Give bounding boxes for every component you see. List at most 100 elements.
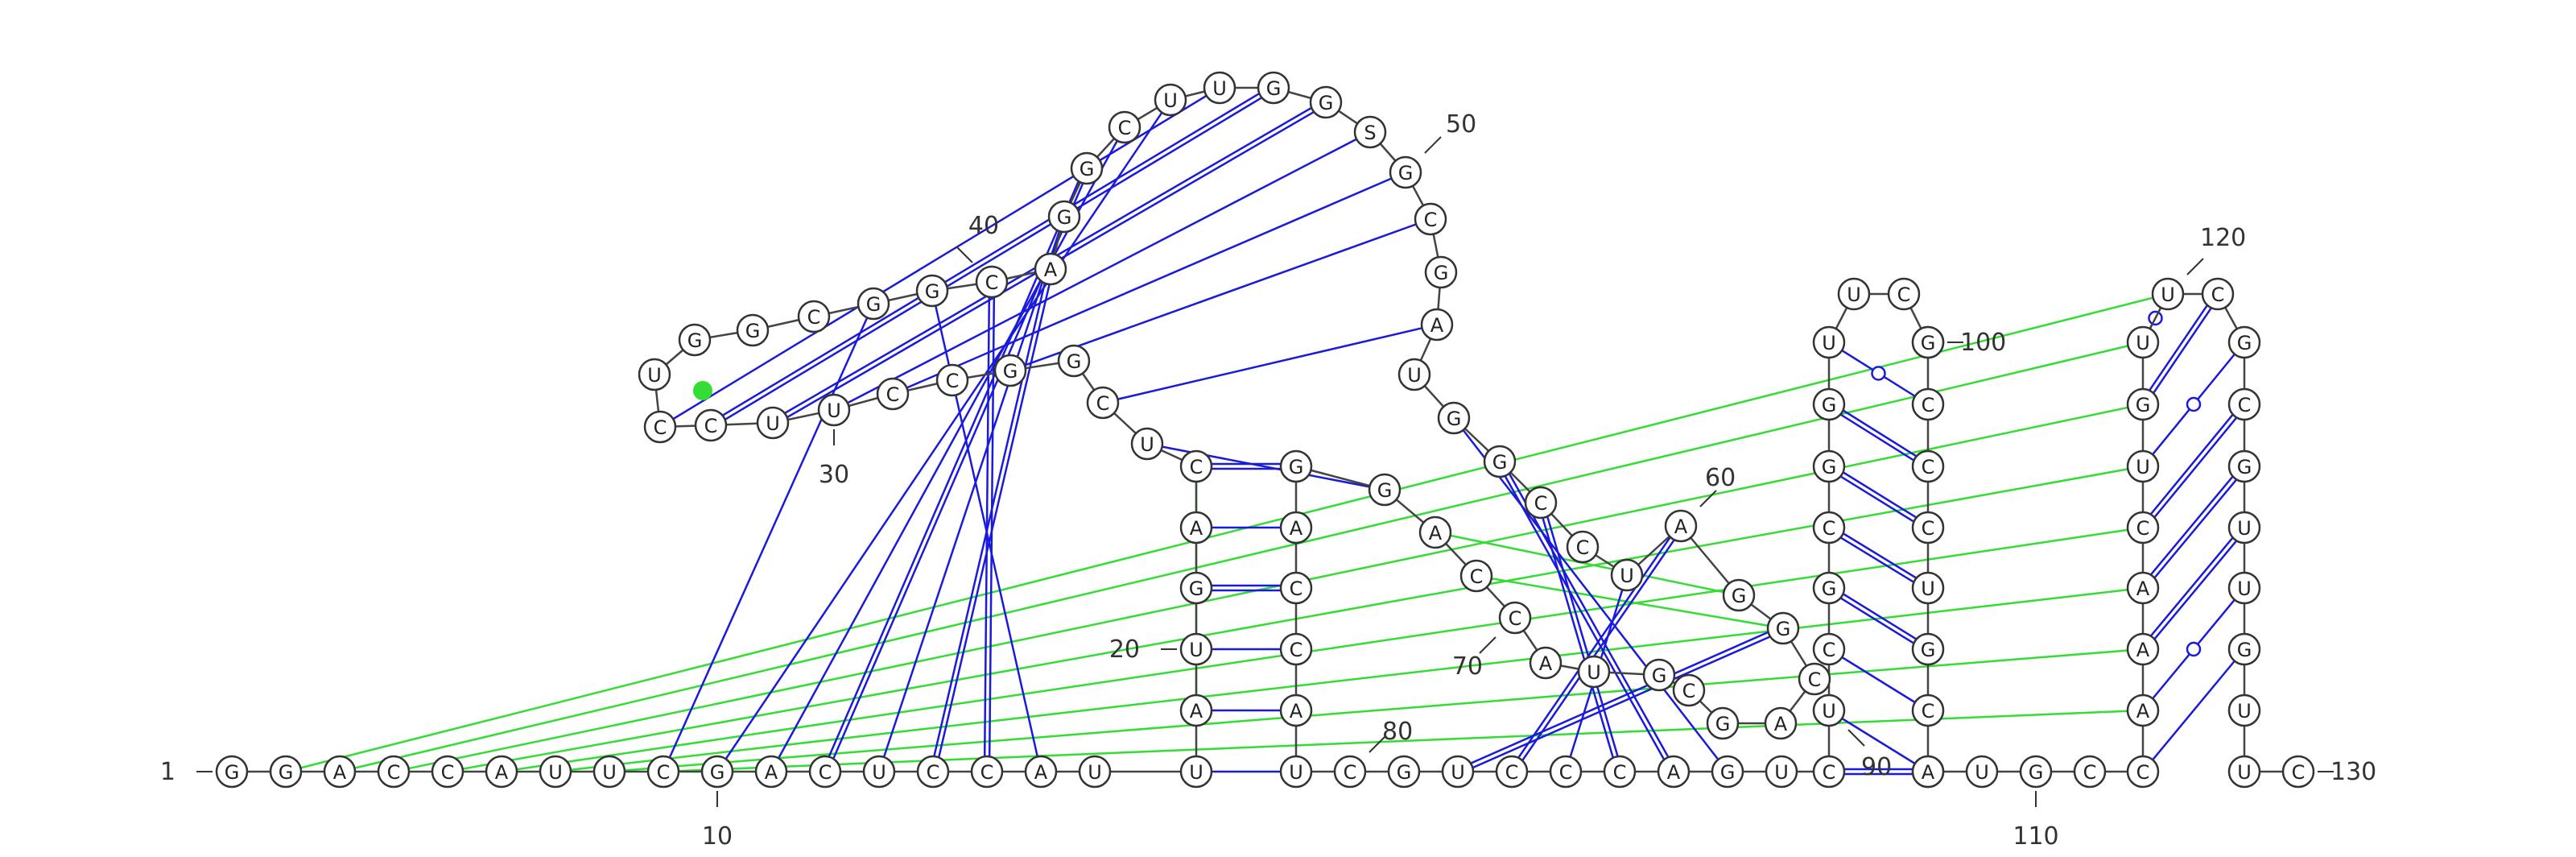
- nucleotide-circle: [1070, 151, 1104, 185]
- nucleotide-letter: G: [866, 293, 881, 316]
- base-pair-gc: [1829, 524, 1930, 587]
- nucleotide-letter: G: [1822, 456, 1837, 478]
- nucleotide-letter: G: [2029, 761, 2044, 784]
- base-pair-wc: [659, 86, 1220, 428]
- nucleotide: U: [2126, 325, 2160, 359]
- nucleotide-circle: [2227, 387, 2261, 421]
- nucleotide: A: [1418, 515, 1452, 549]
- nucleotide-letter: C: [2292, 761, 2306, 784]
- nucleotide-letter: G: [2237, 332, 2252, 354]
- nucleotide: A: [1279, 693, 1313, 727]
- nucleotide-letter: G: [1720, 761, 1736, 784]
- nucleotide: C: [916, 755, 950, 789]
- nucleotide: G: [1711, 755, 1744, 789]
- base-pair-gc: [1827, 467, 1928, 531]
- nucleotide: G: [1437, 401, 1471, 435]
- nucleotide-circle: [756, 406, 790, 440]
- nucleotide: C: [2126, 755, 2160, 789]
- nucleotide-letter: G: [1397, 761, 1412, 784]
- nucleotide-letter: G: [1447, 408, 1462, 430]
- nucleotide-letter: A: [1190, 700, 1203, 722]
- nucleotide: A: [1764, 706, 1798, 740]
- nucleotide-circle: [1154, 83, 1187, 117]
- nucleotide-letter: U: [1289, 761, 1303, 784]
- base-pair-gc: [1458, 629, 1785, 775]
- nucleotide-circle: [539, 755, 572, 789]
- nucleotide-letter: U: [1822, 332, 1836, 354]
- tertiary-pair: [339, 341, 2144, 773]
- nucleotide-circle: [1911, 693, 1945, 727]
- nucleotide: C: [1672, 673, 1706, 707]
- nucleotide-circle: [970, 755, 1004, 789]
- nucleotide-letter: G: [225, 761, 240, 784]
- nucleotide-letter: U: [2136, 332, 2150, 354]
- nucleotide-circle: [1798, 662, 1831, 696]
- nucleotide-circle: [1887, 277, 1921, 311]
- nucleotide-circle: [935, 363, 969, 397]
- nucleotide: C: [2126, 511, 2160, 544]
- nucleotide-letter: A: [1539, 652, 1553, 675]
- nucleotide-circle: [1812, 511, 1846, 544]
- nucleotide: C: [1911, 693, 1945, 727]
- nucleotide-circle: [1965, 755, 1999, 789]
- nucleotide-letter: G: [1319, 92, 1334, 114]
- nucleotide-circle: [1279, 632, 1313, 666]
- nucleotide-circle: [2227, 755, 2261, 789]
- nucleotide: G: [1483, 445, 1517, 478]
- nucleotide-circle: [592, 755, 626, 789]
- position-tick: [1368, 735, 1386, 753]
- base-pair-gc: [2144, 405, 2248, 530]
- nucleotide-letter: G: [1377, 479, 1393, 502]
- nucleotide: C: [1566, 530, 1600, 564]
- nucleotide-letter: G: [1732, 585, 1747, 607]
- nucleotide-letter: G: [1189, 578, 1204, 600]
- nucleotide: U: [1078, 755, 1112, 789]
- nucleotide: C: [975, 265, 1009, 299]
- nucleotide: C: [1108, 110, 1141, 144]
- nucleotide: A: [485, 755, 518, 789]
- nucleotide-letter: G: [1921, 639, 1936, 661]
- nucleotide-circle: [2126, 693, 2160, 727]
- nucleotide-circle: [876, 377, 910, 411]
- nucleotide-letter: G: [1434, 262, 1449, 284]
- tertiary-pair: [609, 648, 2144, 773]
- nucleotide-circle: [1179, 571, 1213, 605]
- nucleotide: C: [1495, 755, 1529, 789]
- nucleotide-letter: A: [1429, 522, 1443, 544]
- base-pair-wc: [2142, 648, 2245, 772]
- base-pair-wc: [1102, 323, 1438, 404]
- nucleotide-circle: [1610, 558, 1644, 592]
- nucleotide: A: [1279, 511, 1313, 544]
- nucleotide-circle: [1812, 632, 1846, 666]
- nucleotide-letter: G: [1822, 578, 1837, 600]
- nucleotide: U: [1130, 427, 1164, 461]
- nucleotide: C: [646, 755, 680, 789]
- position-label: 80: [1382, 718, 1413, 746]
- base-pair-wc: [1828, 648, 1929, 712]
- nucleotide-circle: [808, 755, 842, 789]
- nucleotide: U: [1441, 755, 1475, 789]
- nucleotide: A: [1034, 252, 1067, 286]
- nucleotide: G: [269, 755, 303, 789]
- nucleotide-letter: G: [279, 761, 294, 784]
- nucleotide: G: [1812, 387, 1846, 421]
- nucleotide-letter: G: [1067, 350, 1082, 373]
- nucleotide-circle: [1764, 706, 1798, 740]
- nucleotide-circle: [323, 755, 357, 789]
- nucleotide-circle: [694, 408, 728, 442]
- nucleotide-letter: C: [2136, 517, 2150, 540]
- nucleotide-letter: G: [745, 320, 761, 342]
- nucleotide-circle: [700, 755, 734, 789]
- nucleotide-letter: U: [1975, 761, 1989, 784]
- nucleotide-letter: G: [1776, 618, 1791, 640]
- nucleotide: U: [1154, 83, 1187, 117]
- nucleotide-circle: [1414, 202, 1447, 236]
- nucleotide: C: [1279, 632, 1313, 666]
- nucleotide-circle: [1257, 71, 1290, 105]
- nucleotide-letter: U: [1189, 761, 1203, 784]
- nucleotide-letter: G: [1266, 77, 1282, 100]
- nucleotide-letter: U: [647, 364, 662, 387]
- base-pair-gc: [1829, 463, 1930, 527]
- nucleotide-letter: U: [2237, 700, 2252, 722]
